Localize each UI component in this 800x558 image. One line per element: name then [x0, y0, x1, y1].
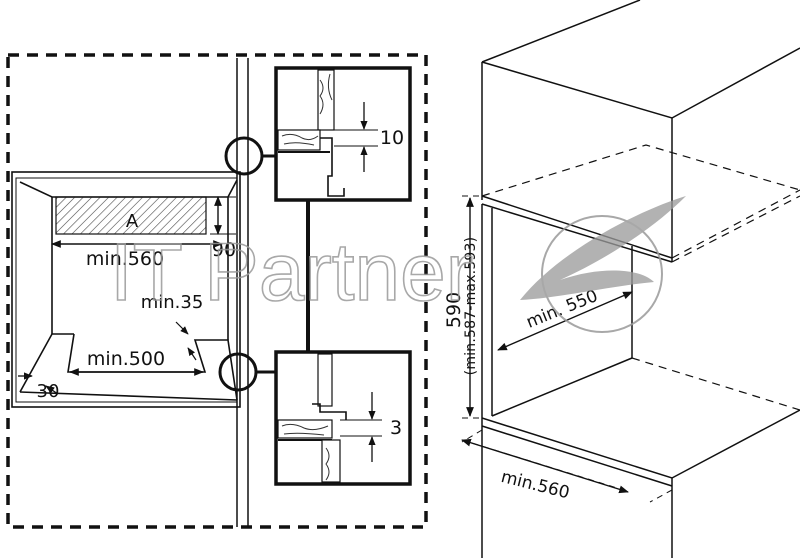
dim-depth-90-label: 90 — [212, 239, 236, 261]
detail-connectors — [218, 136, 310, 392]
dim-opening-500-label: min.500 — [87, 348, 165, 370]
dim-cabinet-height-label: 590 — [443, 292, 465, 328]
bottom-gap-label: 3 — [390, 417, 402, 439]
dim-vent-35: min.35 — [141, 292, 204, 361]
dim-width-560-label: min.560 — [86, 248, 164, 270]
dim-front-30-label: 30 — [37, 381, 60, 402]
bottom-detail-box: 3 — [274, 350, 412, 486]
watermark-logo-icon — [520, 196, 686, 333]
watermark: IT Partner — [109, 196, 686, 333]
dim-vent-35-label: min.35 — [141, 292, 204, 313]
dim-front-30: 30 — [18, 372, 60, 402]
dim-cabinet-width: min.560 — [461, 438, 629, 503]
watermark-text: IT Partner — [110, 227, 473, 318]
area-a-label: A — [126, 211, 139, 232]
area-a: A — [55, 196, 207, 235]
top-detail-box: 10 — [274, 66, 412, 202]
dim-cabinet-width-label: min.560 — [499, 467, 572, 503]
dim-cabinet-depth: min. 550 — [497, 286, 633, 351]
dim-cabinet-height: 590 (min.587-max.593) — [443, 197, 479, 417]
dim-depth-90: 90 — [210, 196, 236, 261]
dim-width-560: min.560 — [51, 240, 223, 270]
top-gap-label: 10 — [380, 127, 404, 149]
dim-cabinet-height-range: (min.587-max.593) — [463, 237, 479, 376]
dim-opening-500: min.500 — [69, 348, 204, 376]
